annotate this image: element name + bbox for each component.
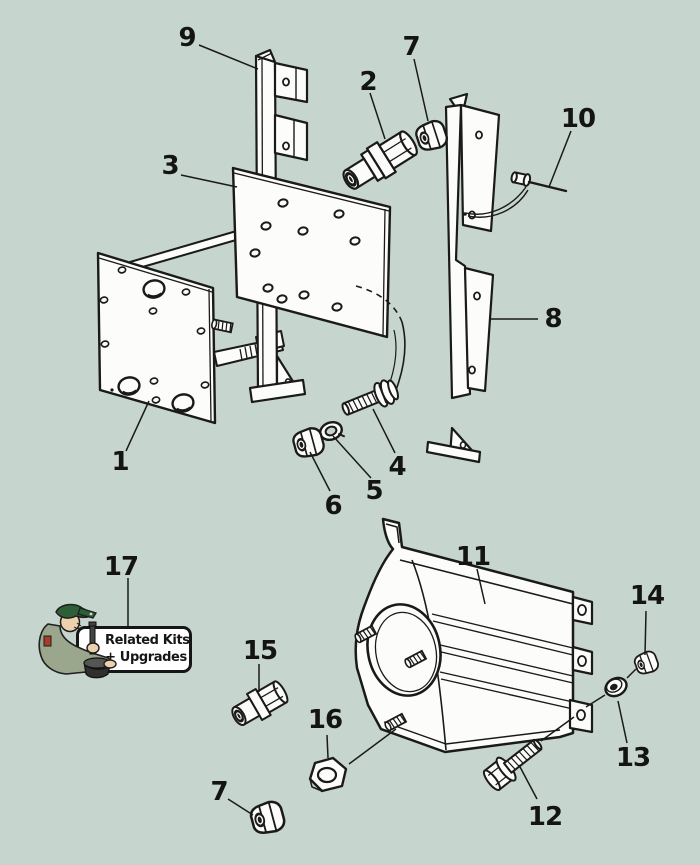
part-10-pin — [463, 171, 568, 218]
badge-line-1: Related Kits — [105, 632, 190, 648]
part-1-mounting-plate — [96, 251, 217, 425]
part-label-1: 1 — [111, 447, 129, 477]
part-label-4: 4 — [388, 452, 406, 482]
badge-line-2: + Upgrades — [105, 649, 187, 665]
part-label-16: 16 — [307, 705, 343, 735]
part-label-15: 15 — [242, 636, 278, 666]
part-label-7-bottom: 7 — [210, 777, 228, 807]
part-16-jam-nut — [308, 756, 348, 793]
part-2-bushing — [342, 130, 418, 190]
part-8-channel-bracket — [425, 92, 501, 464]
part-label-13: 13 — [615, 743, 651, 773]
part-label-14: 14 — [629, 581, 665, 611]
part-4-bolt — [341, 379, 399, 416]
part-13-washer — [604, 676, 628, 698]
part-label-17: 17 — [103, 552, 139, 582]
part-label-11: 11 — [455, 542, 491, 572]
part-label-2: 2 — [359, 67, 377, 97]
part-15-bushing — [231, 680, 289, 727]
leader-lines — [125, 44, 647, 816]
mechanic-mascot-icon — [38, 603, 117, 679]
part-12-bolt — [482, 738, 543, 792]
part-label-5: 5 — [365, 476, 383, 506]
part-label-3: 3 — [161, 151, 179, 181]
part-7-nut-top — [412, 117, 451, 155]
part-14-nut — [631, 648, 661, 678]
part-label-12: 12 — [527, 802, 563, 832]
part-label-8: 8 — [544, 304, 562, 334]
part-label-6: 6 — [324, 491, 342, 521]
part-3-mounting-plate — [231, 166, 392, 339]
part-label-9: 9 — [178, 23, 196, 53]
part-11-support-bracket — [353, 517, 594, 754]
part-label-7-top: 7 — [402, 32, 420, 62]
part-7-nut-bottom — [247, 798, 288, 838]
part-label-10: 10 — [560, 104, 596, 134]
